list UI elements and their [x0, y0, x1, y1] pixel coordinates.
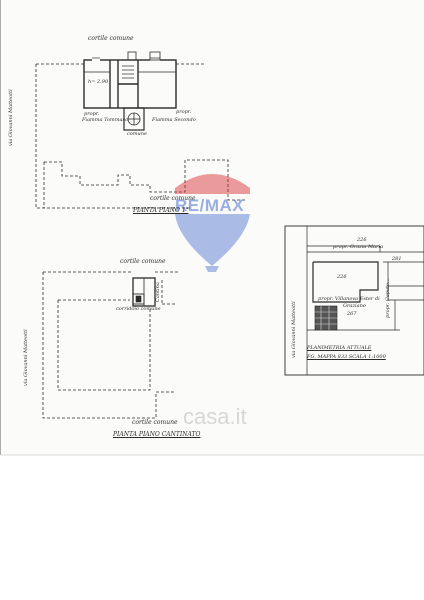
- cellar-cortile-top-label: cortile comune: [120, 258, 166, 265]
- room-height-label: h= 2.90: [88, 79, 109, 85]
- site-plan-frame: [284, 225, 424, 376]
- site-plan-scale: FG. MAPPA 833 SCALA 1:1000: [307, 354, 386, 360]
- parcel-right-number: 281: [392, 256, 402, 262]
- owner-bottom-label-2: Graziano: [343, 303, 366, 309]
- owner-right-label: propr. Caputo...: [385, 278, 391, 318]
- owner-right-name: Fiamma Secondo: [152, 117, 196, 123]
- floor-plan-sheet: [0, 0, 424, 455]
- cellar-street-label: via Giovanni Matteotti: [23, 329, 29, 386]
- parcel-top-number: 226: [357, 237, 367, 243]
- remax-balloon-icon: [175, 174, 250, 272]
- upper-cortile-bottom-label: cortile comune: [150, 195, 196, 202]
- site-plan-building: [312, 261, 379, 303]
- upper-cortile-top-label: cortile comune: [88, 35, 134, 42]
- parcel-center-number: 226: [337, 274, 347, 280]
- upper-plan-outline: [35, 63, 245, 209]
- cellar-plan-title: PIANTA PIANO CANTINATO: [113, 431, 201, 438]
- remax-watermark: RE/MAX: [175, 196, 245, 215]
- parcel-bottom-number: 267: [347, 311, 357, 317]
- casa-watermark: casa.it: [183, 404, 247, 429]
- owner-left-prefix: propr.: [84, 111, 100, 117]
- cellar-rooms: [132, 277, 156, 307]
- upper-plan-title: PIANTA PIANO 1°: [133, 207, 189, 214]
- site-plan-lots: [306, 226, 424, 375]
- site-street-label: via Giovanni Matteotti: [291, 301, 297, 358]
- cellar-plan-outline: [42, 271, 178, 419]
- cellar-corridor-label: corridoio comune: [116, 306, 161, 312]
- stair-common-label: comune: [127, 131, 147, 137]
- site-plan-title: PLANIMETRIA ATTUALE: [307, 345, 372, 351]
- stair-well: [123, 107, 145, 131]
- site-plan-hatch: [314, 305, 338, 331]
- cantina-label: Cantina: [155, 282, 161, 302]
- owner-left-name: Fiamma Tommaso: [82, 117, 129, 123]
- upper-street-label: via Giovanni Matteotti: [8, 89, 14, 146]
- cellar-cortile-bottom-label: cortile comune: [132, 419, 178, 426]
- owner-top-label: propr. Grazia Maria: [333, 244, 384, 250]
- owner-right-prefix: propr.: [176, 109, 192, 115]
- owner-bottom-label-1: propr. Villanova Ester di: [318, 296, 380, 302]
